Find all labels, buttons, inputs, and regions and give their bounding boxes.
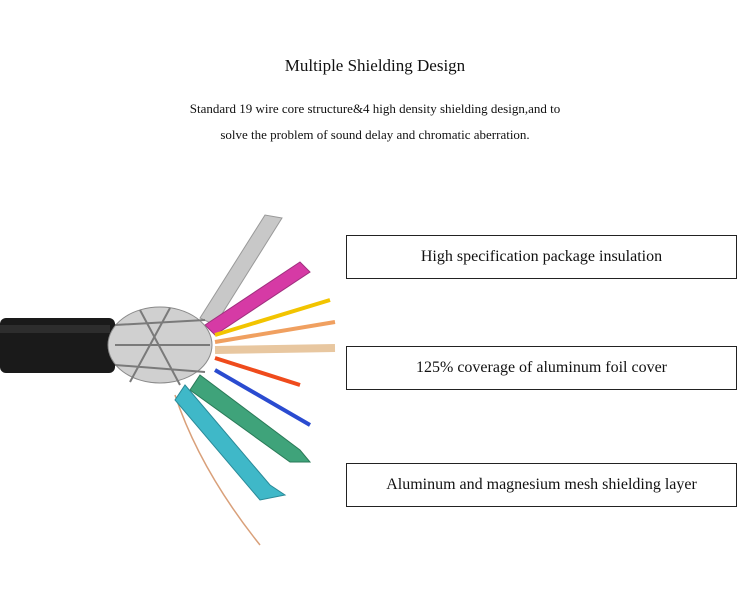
page-title: Multiple Shielding Design	[284, 56, 466, 75]
feature-box-mesh: Aluminum and magnesium mesh shielding la…	[346, 463, 737, 507]
subtitle-line-1: Standard 19 wire core structure&4 high d…	[189, 101, 561, 116]
feature-box-insulation: High specification package insulation	[346, 235, 737, 279]
feature-box-foil: 125% coverage of aluminum foil cover	[346, 346, 737, 390]
subtitle-line-2: solve the problem of sound delay and chr…	[220, 127, 530, 142]
